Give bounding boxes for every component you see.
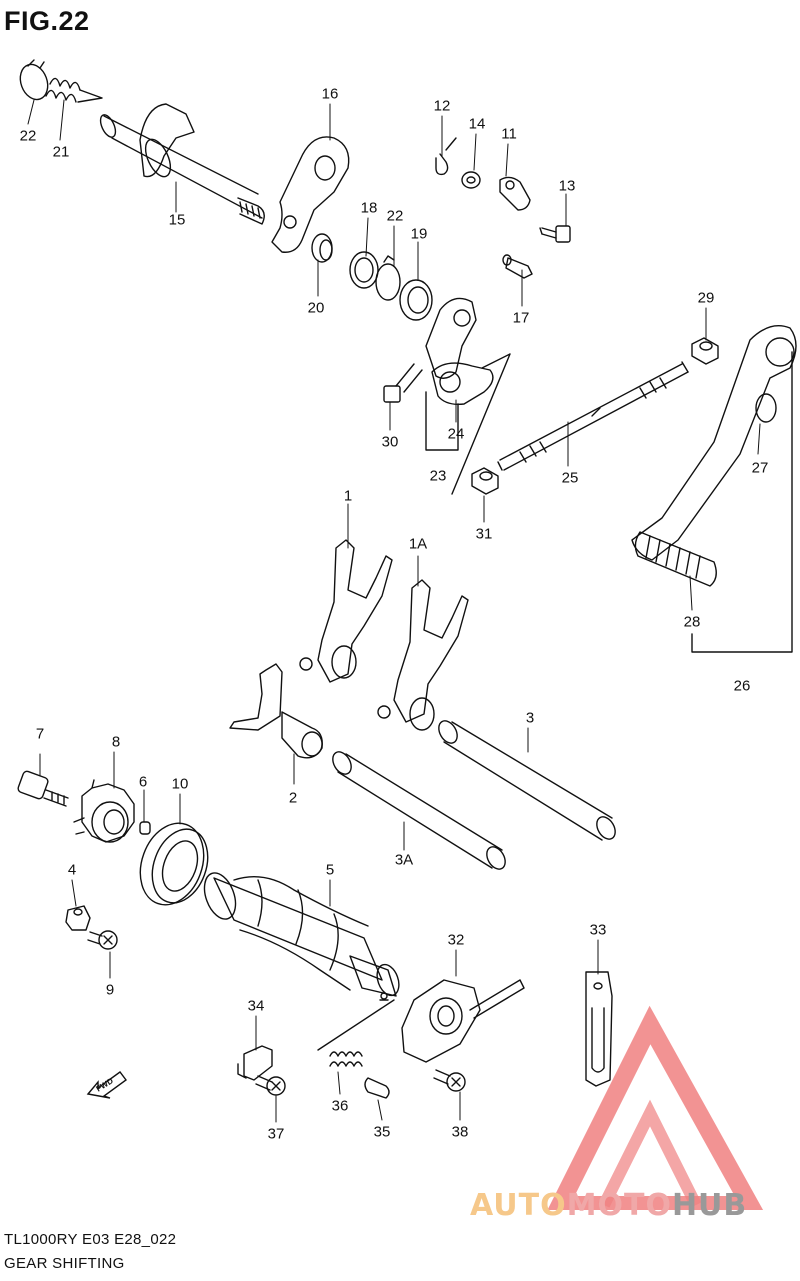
gearshift-arm-16 xyxy=(271,136,350,253)
gearshift-cam-5 xyxy=(203,872,400,1051)
callout-13: 13 xyxy=(558,177,576,195)
callout-1A: 1A xyxy=(408,535,428,553)
cam-plate-32 xyxy=(401,979,525,1063)
leader-lines xyxy=(27,99,761,1123)
callout-22-mid: 22 xyxy=(386,207,404,225)
stopper-33 xyxy=(585,971,613,1087)
callout-4: 4 xyxy=(67,861,77,879)
rod-25 xyxy=(497,361,689,471)
callout-6: 6 xyxy=(138,773,148,791)
callout-36: 36 xyxy=(331,1097,349,1115)
stopper-11 xyxy=(499,176,531,211)
plate-4 xyxy=(65,905,91,931)
model-code: TL1000RY E03 E28_022 xyxy=(4,1231,177,1248)
cam-arm-24 xyxy=(425,297,494,406)
pin-35 xyxy=(364,1077,390,1099)
callout-19: 19 xyxy=(410,225,428,243)
fork-shaft-3A xyxy=(332,751,506,870)
callout-26: 26 xyxy=(733,677,751,695)
spring-21 xyxy=(45,77,103,103)
bolt-13 xyxy=(539,225,571,243)
callout-27: 27 xyxy=(751,459,769,477)
watermark-brand: AUTOMOTOHUB xyxy=(470,1188,747,1223)
bolt-30 xyxy=(383,363,423,403)
automotohub-logo-icon xyxy=(547,1005,764,1210)
callout-33: 33 xyxy=(589,921,607,939)
pin-6 xyxy=(139,821,151,835)
gear-shift-cam-stopper-8 xyxy=(73,779,135,843)
spring-36 xyxy=(329,1051,363,1067)
shift-fork-2 xyxy=(229,663,323,759)
screw-9 xyxy=(87,930,118,950)
watermark-hub: HUB xyxy=(671,1188,748,1223)
callout-12: 12 xyxy=(433,97,451,115)
screw-37 xyxy=(255,1075,286,1096)
callout-35: 35 xyxy=(373,1123,391,1141)
callout-38: 38 xyxy=(451,1123,469,1141)
spring-12 xyxy=(435,137,457,176)
watermark-auto: AUTO xyxy=(470,1188,567,1223)
nut-29 xyxy=(691,337,719,365)
pin-17 xyxy=(502,254,533,279)
circlip-22-mid xyxy=(375,255,401,301)
washer-20 xyxy=(311,233,333,263)
shift-fork-1A xyxy=(377,579,469,731)
callout-18: 18 xyxy=(360,199,378,217)
callout-29: 29 xyxy=(697,289,715,307)
watermark-moto: MOTO xyxy=(566,1188,672,1223)
figure-title: FIG.22 xyxy=(4,6,90,36)
shift-fork-1 xyxy=(299,539,393,683)
washer-18 xyxy=(349,251,379,289)
figure-caption: GEAR SHIFTING xyxy=(4,1255,125,1272)
bracket-26 xyxy=(691,351,793,653)
callout-24: 24 xyxy=(447,425,465,443)
callout-7: 7 xyxy=(35,725,45,743)
gearshift-lever-26 xyxy=(631,325,797,587)
group-line-24 xyxy=(451,353,511,495)
callout-37: 37 xyxy=(267,1125,285,1143)
callout-31: 31 xyxy=(475,525,493,543)
fwd-arrow-icon: FWD xyxy=(86,1071,127,1099)
callout-3A: 3A xyxy=(394,851,414,869)
screw-38 xyxy=(433,1069,466,1092)
callout-8: 8 xyxy=(111,733,121,751)
callout-22-top: 22 xyxy=(19,127,37,145)
callout-32: 32 xyxy=(447,931,465,949)
callout-17: 17 xyxy=(512,309,530,327)
callout-20: 20 xyxy=(307,299,325,317)
callout-10: 10 xyxy=(171,775,189,793)
callout-21: 21 xyxy=(52,143,70,161)
callout-15: 15 xyxy=(168,211,186,229)
fork-shaft-3 xyxy=(438,720,616,841)
bolt-7 xyxy=(17,770,69,807)
bracket-23 xyxy=(425,391,459,451)
circlip-22-top xyxy=(19,59,49,101)
shift-shaft-15 xyxy=(99,103,265,225)
nut-31 xyxy=(471,467,499,495)
callout-2: 2 xyxy=(288,789,298,807)
callout-28: 28 xyxy=(683,613,701,631)
callout-5: 5 xyxy=(325,861,335,879)
callout-23: 23 xyxy=(429,467,447,485)
callout-9: 9 xyxy=(105,981,115,999)
callout-30: 30 xyxy=(381,433,399,451)
guide-34 xyxy=(237,1045,273,1081)
callout-34: 34 xyxy=(247,997,265,1015)
callout-11: 11 xyxy=(501,125,517,143)
callout-25: 25 xyxy=(561,469,579,487)
washer-14 xyxy=(461,171,481,189)
callout-3: 3 xyxy=(525,709,535,727)
callout-16: 16 xyxy=(321,85,339,103)
callout-14: 14 xyxy=(468,115,486,133)
bearing-10 xyxy=(139,822,209,906)
callout-1: 1 xyxy=(343,487,353,505)
oil-seal-19 xyxy=(399,279,433,321)
